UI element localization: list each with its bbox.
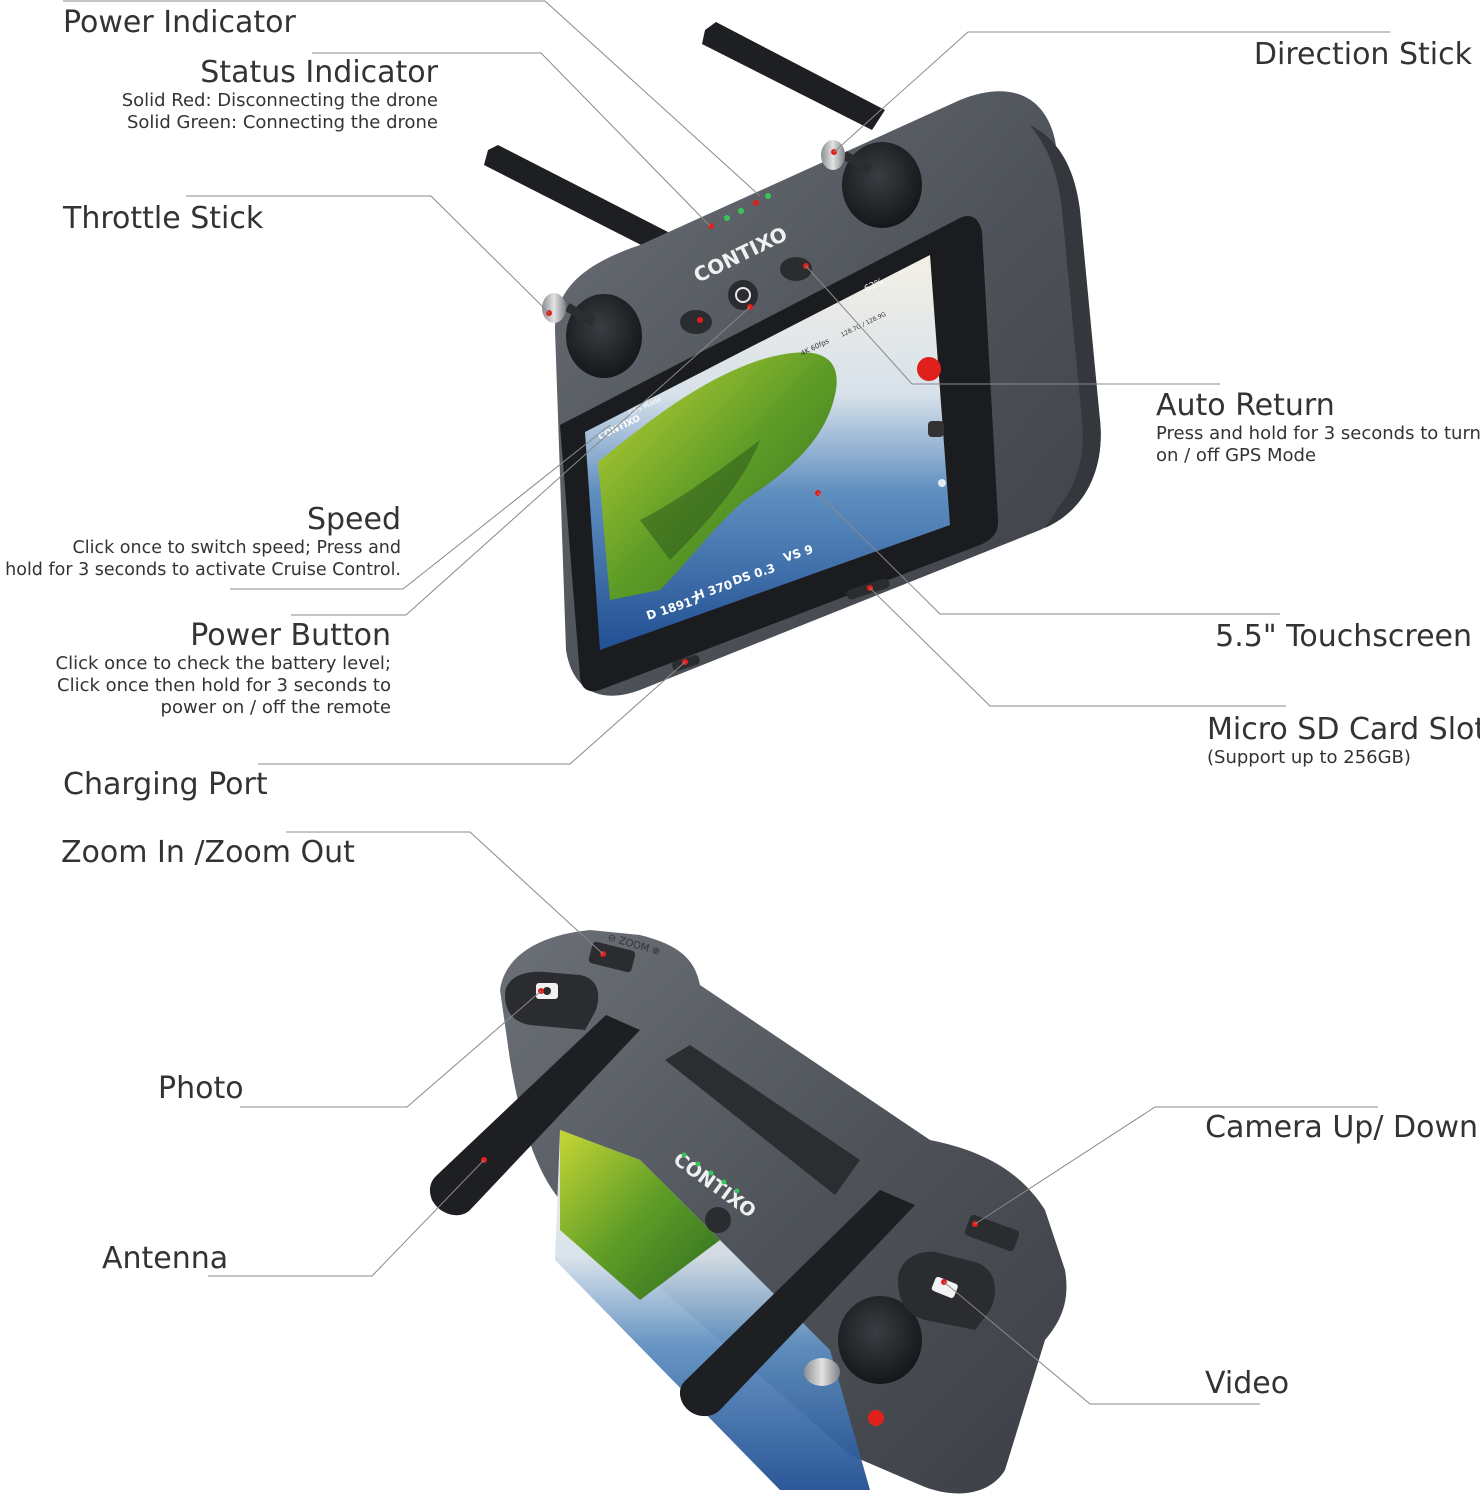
leader-zoom xyxy=(286,831,604,955)
micro-sd-desc: (Support up to 256GB) xyxy=(1207,747,1411,768)
leader-power-indicator xyxy=(63,0,761,197)
leader-video xyxy=(943,1281,1260,1405)
photo-title: Photo xyxy=(158,1071,244,1106)
power-button-desc-1: Click once to check the battery level; xyxy=(55,653,392,674)
bottom-stick-cap xyxy=(804,1358,840,1386)
auto-return-callout: Auto Return Press and hold for 3 seconds… xyxy=(1156,389,1480,467)
leader-power-button xyxy=(291,306,751,616)
video-icon xyxy=(931,1276,958,1299)
antenna-title: Antenna xyxy=(102,1241,229,1276)
status-indicator-title: Status Indicator xyxy=(200,55,438,90)
camera-tilt-title: Camera Up/ Down xyxy=(1205,1110,1478,1145)
direction-stick-shaft xyxy=(842,151,873,174)
power-indicator-led-4 xyxy=(753,200,759,206)
throttle-stick-title: Throttle Stick xyxy=(63,201,264,236)
mic-icon xyxy=(938,479,946,487)
leader-status-indicator xyxy=(312,52,711,227)
leader-speed xyxy=(230,424,611,590)
bottom-left-antenna xyxy=(429,1015,640,1216)
video-title: Video xyxy=(1205,1366,1290,1401)
leader-photo xyxy=(240,990,542,1108)
leader-charging-port xyxy=(258,661,686,765)
top-controller: CONTIXO GPS Mode 63% 4K 60fps 128.7G / 1… xyxy=(484,22,1101,696)
power-indicator-title: Power Indicator xyxy=(63,5,296,40)
playback-icon xyxy=(928,421,944,437)
leader-antenna xyxy=(208,1159,485,1277)
power-button xyxy=(728,280,758,310)
bottom-stick-well xyxy=(838,1296,922,1384)
bottom-power-button xyxy=(705,1207,731,1233)
zoom-title: Zoom In /Zoom Out xyxy=(61,835,355,870)
throttle-stick-shaft xyxy=(565,303,596,326)
speed-button xyxy=(780,257,812,281)
record-icon xyxy=(917,357,941,381)
zoom-dial xyxy=(588,941,636,973)
micro-sd-title: Micro SD Card Slot xyxy=(1207,712,1480,747)
forest-shadow xyxy=(640,440,760,560)
touchscreen-title: 5.5" Touchscreen xyxy=(1215,619,1472,654)
leader-micro-sd xyxy=(869,587,1286,707)
power-indicator-led-2 xyxy=(724,215,730,221)
power-icon xyxy=(735,287,751,303)
return-home-button xyxy=(680,310,712,334)
status-indicator-desc-2: Solid Green: Connecting the drone xyxy=(126,112,438,133)
bottom-screen-forest xyxy=(560,1130,720,1300)
photo-button xyxy=(505,971,599,1030)
status-indicator-callout: Status Indicator Solid Red: Disconnectin… xyxy=(122,56,438,134)
speed-callout: Speed Click once to switch speed; Press … xyxy=(5,503,401,581)
auto-return-desc-1: Press and hold for 3 seconds to turn xyxy=(1156,423,1480,444)
leader-auto-return xyxy=(805,265,1220,385)
auto-return-title: Auto Return xyxy=(1156,388,1335,423)
right-antenna xyxy=(702,22,885,130)
power-button-desc-3: power on / off the remote xyxy=(160,697,391,718)
bottom-controller: CONTIXO ⊖ ZOOM ⊕ xyxy=(429,930,1067,1494)
micro-sd-callout: Micro SD Card Slot (Support up to 256GB) xyxy=(1207,713,1480,769)
leader-direction-stick xyxy=(833,31,1390,153)
speed-title: Speed xyxy=(306,502,401,537)
direction-stick-title: Direction Stick xyxy=(1253,37,1472,72)
auto-return-desc-2: on / off GPS Mode xyxy=(1156,445,1317,466)
charging-port-title: Charging Port xyxy=(63,767,268,802)
status-indicator-desc-1: Solid Red: Disconnecting the drone xyxy=(121,90,438,111)
status-indicator-led xyxy=(765,193,771,199)
power-indicator-led-3 xyxy=(738,208,744,214)
power-button-callout: Power Button Click once to check the bat… xyxy=(56,619,392,719)
power-button-desc-2: Click once then hold for 3 seconds to xyxy=(57,675,391,696)
speed-desc-2: hold for 3 seconds to activate Cruise Co… xyxy=(5,560,401,580)
power-indicator-led-1 xyxy=(708,223,714,229)
leader-camera-tilt xyxy=(974,1106,1378,1225)
camera-tilt-dial xyxy=(964,1214,1020,1252)
speed-desc-1: Click once to switch speed; Press and xyxy=(72,538,401,558)
bottom-body xyxy=(500,930,1067,1494)
leader-throttle-stick xyxy=(186,195,550,314)
power-button-title: Power Button xyxy=(190,618,391,653)
left-antenna xyxy=(484,145,668,252)
bottom-vent xyxy=(665,1045,860,1195)
bottom-right-antenna xyxy=(679,1190,915,1417)
controller-side-edge xyxy=(1030,125,1101,528)
leader-touchscreen xyxy=(817,492,1280,615)
